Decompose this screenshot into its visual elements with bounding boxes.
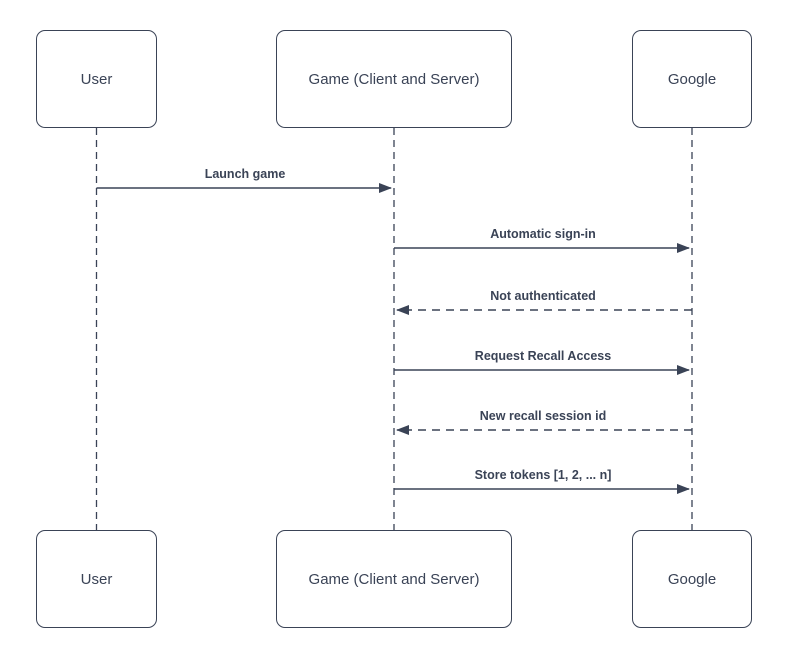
message-label-store-tokens: Store tokens [1, 2, ... n] <box>471 467 615 483</box>
message-label-request-recall-access: Request Recall Access <box>471 348 615 364</box>
message-label-new-recall-session-id: New recall session id <box>476 408 610 424</box>
actor-box-google-bottom: Google <box>632 530 752 628</box>
message-label-not-authenticated: Not authenticated <box>487 288 599 304</box>
actor-box-user-top: User <box>36 30 157 128</box>
actor-box-game-top: Game (Client and Server) <box>276 30 512 128</box>
actor-label-google-top: Google <box>667 70 717 88</box>
actor-label-google-bottom: Google <box>667 570 717 588</box>
message-label-automatic-sign-in: Automatic sign-in <box>487 226 599 242</box>
actor-label-game-top: Game (Client and Server) <box>308 70 480 88</box>
actor-label-game-bottom: Game (Client and Server) <box>308 570 480 588</box>
message-label-launch-game: Launch game <box>201 166 289 182</box>
actor-label-user-bottom: User <box>80 570 113 588</box>
actor-box-game-bottom: Game (Client and Server) <box>276 530 512 628</box>
actor-box-user-bottom: User <box>36 530 157 628</box>
actor-box-google-top: Google <box>632 30 752 128</box>
actor-label-user-top: User <box>80 70 113 88</box>
